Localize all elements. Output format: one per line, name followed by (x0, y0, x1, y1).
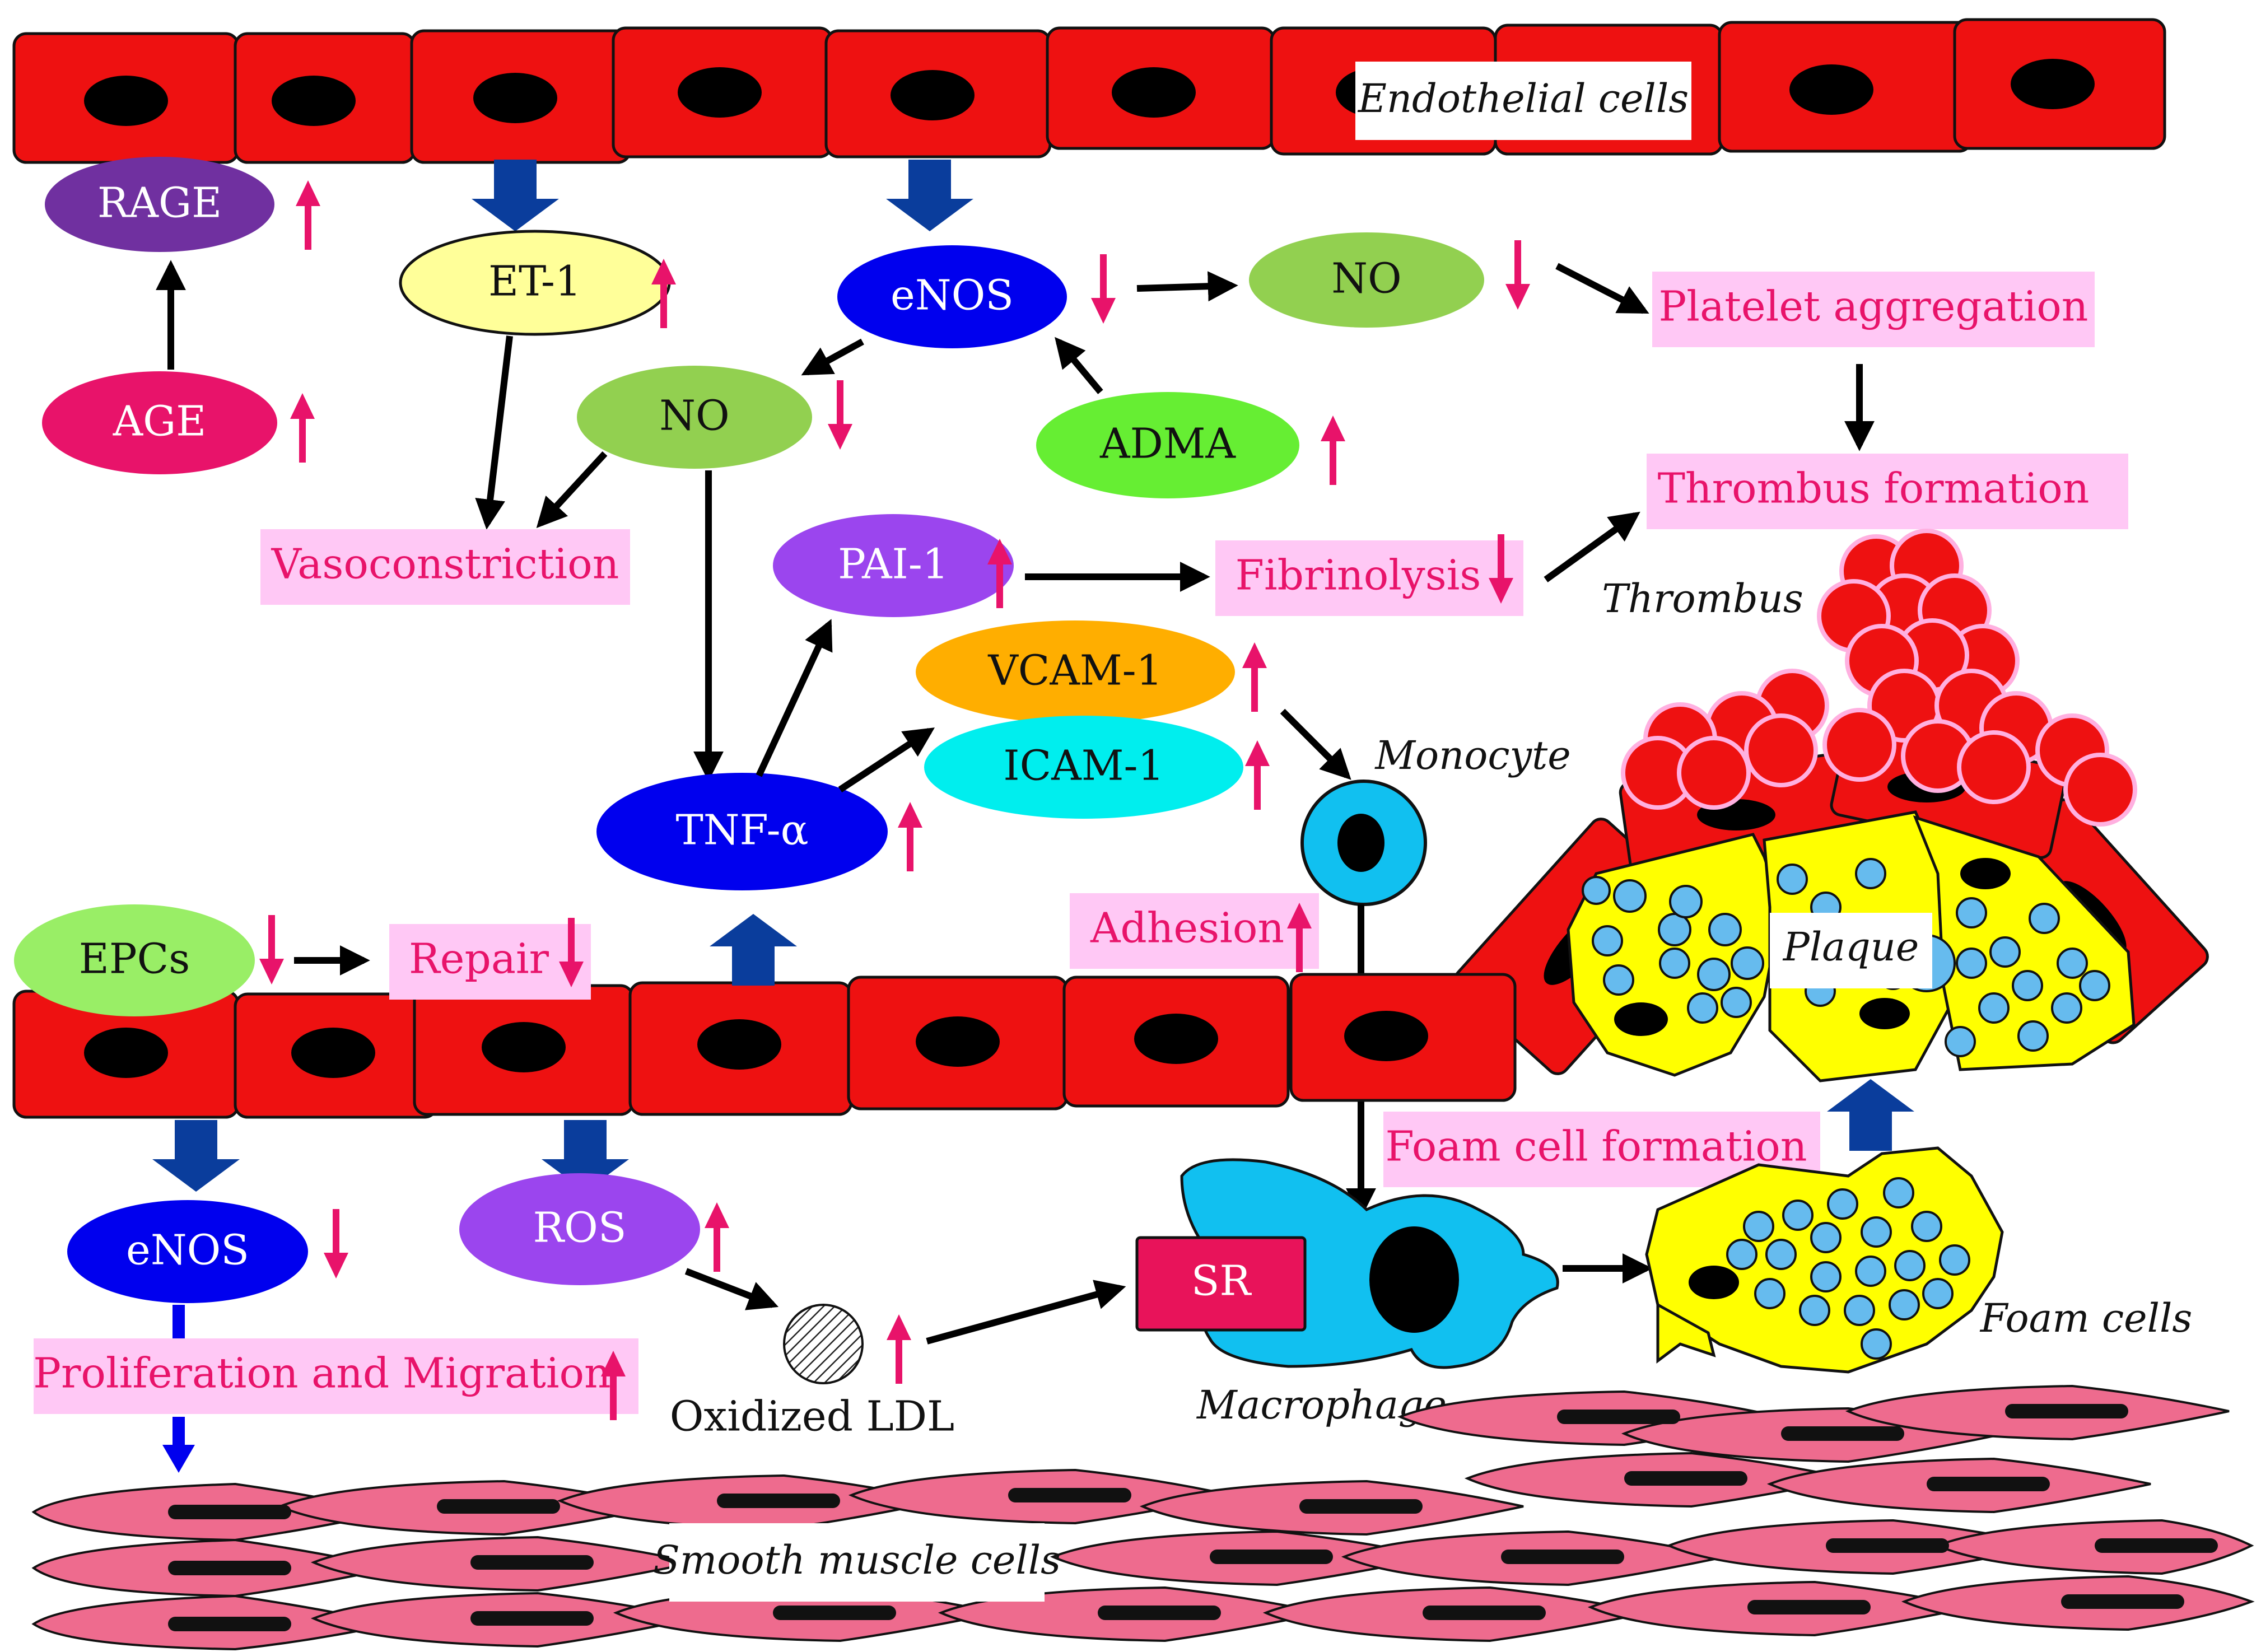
rage-increase-arrow (296, 180, 320, 250)
bottom-endothelium (12, 973, 1517, 1119)
no-right-decrease-arrow (1505, 240, 1530, 310)
proliferation-migration-box: Proliferation and Migration (33, 1338, 638, 1414)
vcam1-node: VCAM-1 (916, 620, 1235, 724)
svg-text:EPCs: EPCs (79, 935, 190, 983)
monocyte (1300, 780, 1427, 906)
enos-bottom-node: eNOS (67, 1200, 308, 1303)
enos-bottom-decrease-arrow (324, 1209, 348, 1278)
foam-cells-label: Foam cells (1979, 1295, 2193, 1341)
big-arrow-endothelium-to-tnfa (710, 914, 797, 986)
ros-node: ROS (459, 1173, 700, 1285)
svg-text:Proliferation and Migration: Proliferation and Migration (33, 1349, 610, 1397)
et1-node: ET-1 (399, 230, 671, 336)
oxidized-ldl-particle (783, 1304, 864, 1384)
pai1-node: PAI-1 (773, 514, 1014, 617)
thrombus-platelets (1621, 529, 2137, 827)
svg-text:eNOS: eNOS (891, 271, 1014, 319)
svg-text:Repair: Repair (409, 935, 549, 983)
svg-text:Vasoconstriction: Vasoconstriction (271, 540, 619, 588)
arrow-adma-to-enos (1055, 337, 1103, 394)
svg-text:ROS: ROS (533, 1203, 626, 1252)
ros-increase-arrow (705, 1202, 729, 1272)
arrow-adhesion-molecules-to-monocyte (1280, 708, 1351, 780)
adma-increase-arrow (1321, 416, 1345, 485)
oxldl-increase-arrow (887, 1314, 911, 1384)
adhesion-box: Adhesion (1070, 893, 1319, 969)
arrow-enos-to-no-left (801, 338, 864, 376)
top-endothelium: Endothelial cells (12, 18, 2166, 164)
smooth-muscle-nuclei (168, 1404, 2218, 1631)
arrow-fibrinolysis-to-thrombus (1544, 511, 1640, 582)
svg-text:NO: NO (659, 391, 729, 440)
arrow-tnfa-to-pai1 (756, 619, 833, 777)
svg-text:AGE: AGE (113, 397, 207, 445)
monocyte-label: Monocyte (1374, 732, 1570, 778)
enos-bottom-stem-lower (173, 1417, 185, 1448)
arrow-oxldl-to-sr (926, 1280, 1126, 1345)
arrow-no-to-vasoconstriction (536, 451, 608, 528)
svg-text:Foam cell formation: Foam cell formation (1386, 1122, 1807, 1170)
svg-text:Thrombus formation: Thrombus formation (1658, 464, 2090, 512)
big-arrow-foam-to-plaque (1827, 1079, 1914, 1151)
vasoconstriction-box: Vasoconstriction (260, 529, 630, 605)
rage-node: RAGE (45, 157, 274, 252)
foam-cell (1645, 1146, 2004, 1374)
tnfa-increase-arrow (898, 802, 922, 871)
svg-text:ICAM-1: ICAM-1 (1003, 741, 1164, 790)
enos-top-node: eNOS (837, 245, 1067, 348)
enos-top-decrease-arrow (1091, 254, 1116, 324)
svg-text:TNF-α: TNF-α (675, 806, 808, 854)
endothelial-cells-label: Endothelial cells (1357, 76, 1689, 122)
adma-node: ADMA (1036, 392, 1299, 498)
plaque-label: Plaque (1782, 924, 1919, 970)
epcs-decrease-arrow (259, 915, 284, 984)
no-right-node: NO (1249, 232, 1484, 328)
smooth-muscle-label: Smooth muscle cells (653, 1537, 1061, 1583)
thrombus-label: Thrombus (1602, 576, 1803, 622)
no-left-node: NO (577, 366, 812, 469)
endothelial-cells-box (1355, 62, 1691, 140)
platelet-aggregation-box: Platelet aggregation (1652, 272, 2095, 347)
age-increase-arrow (290, 393, 315, 463)
icam1-increase-arrow (1245, 740, 1270, 810)
big-arrow-endothelium-to-enos (886, 160, 973, 231)
svg-text:Platelet aggregation: Platelet aggregation (1659, 282, 2088, 330)
fibrinolysis-box: Fibrinolysis (1215, 540, 1523, 616)
no-left-decrease-arrow (828, 380, 852, 450)
age-node: AGE (42, 371, 277, 474)
vcam1-increase-arrow (1242, 642, 1267, 712)
macrophage-label: Macrophage (1196, 1382, 1447, 1428)
thrombus-formation-box: Thrombus formation (1647, 454, 2128, 529)
epcs-node: EPCs (14, 904, 255, 1016)
svg-text:NO: NO (1331, 254, 1401, 302)
svg-text:eNOS: eNOS (126, 1226, 249, 1274)
smooth-muscle-label-box (669, 1523, 1045, 1602)
svg-text:VCAM-1: VCAM-1 (987, 646, 1162, 694)
svg-text:ADMA: ADMA (1099, 419, 1237, 468)
arrow-ros-to-oxldl (684, 1268, 779, 1310)
svg-text:PAI-1: PAI-1 (838, 540, 949, 588)
svg-text:ET-1: ET-1 (488, 257, 581, 305)
svg-text:Fibrinolysis: Fibrinolysis (1236, 551, 1481, 599)
icam1-node: ICAM-1 (924, 716, 1243, 819)
arrow-no-to-platelet (1555, 263, 1649, 314)
enos-bottom-stem (173, 1305, 185, 1341)
arrow-tnfa-to-adhesion-molecules (838, 727, 935, 793)
enos-bottom-arrow-head (162, 1445, 195, 1473)
svg-text:RAGE: RAGE (97, 179, 222, 227)
svg-text:SR: SR (1191, 1257, 1252, 1305)
arrow-et1-to-vasoconstriction (475, 335, 513, 530)
big-arrow-endothelium-to-enos-bottom (152, 1120, 240, 1192)
svg-text:Adhesion: Adhesion (1090, 904, 1284, 952)
tnfa-node: TNF-α (596, 773, 888, 890)
repair-box: Repair (389, 924, 591, 1000)
arrow-enos-to-no-right (1136, 271, 1238, 302)
sr-receptor: SR (1135, 1236, 1307, 1332)
big-arrow-endothelium-to-et1 (472, 160, 559, 231)
oxidized-ldl-label: Oxidized LDL (670, 1392, 954, 1440)
